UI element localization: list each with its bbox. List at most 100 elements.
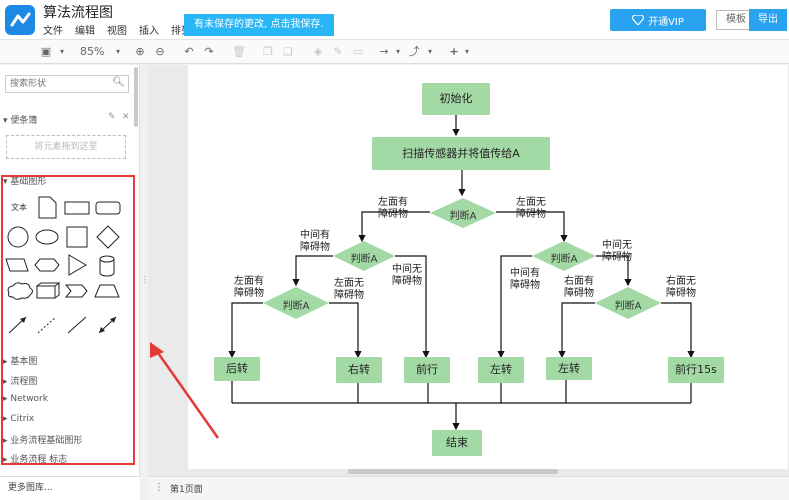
line-icon[interactable] bbox=[67, 316, 87, 334]
waypoint-style-icon[interactable]: ⤴ bbox=[408, 45, 420, 58]
page-menu-icon[interactable]: ⋮ bbox=[154, 482, 164, 493]
category-label: Network bbox=[10, 394, 48, 404]
sidebar-scrollbar[interactable] bbox=[134, 67, 138, 127]
basic-shapes-header[interactable]: ▾ 基础图形 bbox=[3, 177, 47, 187]
shape-sidebar: 🔍︎ ▾ 便条簿 ✎ ✕ 将元素拖到这里 ▾ 基础图形 文本 ▸ 基本图 ▸ 流… bbox=[0, 65, 140, 476]
zoom-out-icon[interactable]: ⊖ bbox=[155, 45, 165, 58]
menu-arrange[interactable]: 排列 bbox=[171, 26, 191, 37]
sidebar-splitter[interactable]: ⋮ bbox=[140, 65, 149, 476]
menu-insert[interactable]: 插入 bbox=[139, 26, 159, 37]
end-node[interactable]: 结束 bbox=[432, 430, 482, 456]
decision-node[interactable]: 判断A bbox=[532, 241, 596, 271]
zoom-level[interactable]: 85% bbox=[80, 45, 105, 58]
chevron-down-icon[interactable]: ▾ bbox=[59, 47, 64, 56]
scratchpad-drop-zone[interactable]: 将元素拖到这里 bbox=[6, 135, 126, 159]
vip-button-label: 开通VIP bbox=[648, 16, 684, 28]
turn-back-node[interactable]: 后转 bbox=[214, 357, 260, 381]
line-color-icon[interactable]: ✎ bbox=[333, 45, 343, 58]
forward-15s-node[interactable]: 前行15s bbox=[668, 357, 724, 383]
forward-node[interactable]: 前行 bbox=[404, 357, 450, 383]
cube-shape-icon[interactable] bbox=[35, 282, 61, 299]
connector[interactable] bbox=[497, 255, 532, 359]
connector[interactable] bbox=[558, 302, 595, 359]
to-front-icon[interactable]: ❐ bbox=[263, 45, 273, 58]
panel-layout-icon[interactable]: ▣ bbox=[40, 45, 52, 58]
shadow-icon[interactable]: ▭ bbox=[352, 45, 364, 58]
scratchpad-header[interactable]: ▾ 便条簿 bbox=[3, 116, 38, 126]
category-network[interactable]: ▸ Network bbox=[3, 394, 48, 404]
splitter-grip-icon: ⋮ bbox=[141, 275, 149, 284]
step-shape-icon[interactable] bbox=[64, 284, 88, 298]
circle-shape-icon[interactable] bbox=[7, 226, 29, 248]
parallelogram-shape-icon[interactable] bbox=[5, 258, 29, 272]
export-button[interactable]: 导出 bbox=[749, 9, 787, 31]
menu-view[interactable]: 视图 bbox=[107, 26, 127, 37]
diamond-shape-icon[interactable] bbox=[96, 225, 120, 249]
search-icon[interactable]: 🔍︎ bbox=[112, 77, 125, 88]
hexagon-shape-icon[interactable] bbox=[34, 258, 60, 272]
vip-button[interactable]: 开通VIP bbox=[610, 9, 706, 31]
decision-node[interactable]: 判断A bbox=[263, 287, 329, 319]
undo-icon[interactable]: ↶ bbox=[184, 45, 194, 58]
fill-color-icon[interactable]: ◈ bbox=[313, 45, 323, 58]
menu-edit[interactable]: 编辑 bbox=[75, 26, 95, 37]
chevron-down-icon[interactable]: ▾ bbox=[395, 47, 400, 56]
connector-style-icon[interactable]: → bbox=[379, 45, 389, 58]
connector[interactable] bbox=[358, 211, 430, 243]
square-shape-icon[interactable] bbox=[66, 226, 88, 248]
menu-file[interactable]: 文件 bbox=[43, 26, 63, 37]
decision-node[interactable]: 判断A bbox=[430, 198, 496, 228]
decision-label: 判断A bbox=[614, 301, 642, 312]
connector[interactable] bbox=[329, 302, 362, 359]
category-flowchart[interactable]: ▸ 流程图 bbox=[3, 377, 38, 387]
zoom-in-icon[interactable]: ⊕ bbox=[135, 45, 145, 58]
category-bpmn-markers[interactable]: ▸ 业务流程 标志 bbox=[3, 455, 68, 465]
to-back-icon[interactable]: ❏ bbox=[283, 45, 293, 58]
shape-text-label[interactable]: 文本 bbox=[11, 202, 27, 212]
chevron-down-icon[interactable]: ▾ bbox=[427, 47, 432, 56]
turn-left-node[interactable]: 左转 bbox=[546, 357, 592, 380]
arrow-head-icon bbox=[20, 317, 26, 323]
unsaved-changes-notice[interactable]: 有未保存的更改, 点击我保存. bbox=[184, 14, 334, 36]
category-basic[interactable]: ▸ 基本图 bbox=[3, 357, 38, 367]
rounded-rectangle-shape-icon[interactable] bbox=[95, 201, 121, 215]
connector[interactable] bbox=[395, 255, 430, 359]
document-shape-icon[interactable] bbox=[38, 196, 57, 219]
connector[interactable] bbox=[292, 255, 333, 287]
shape-search-input[interactable] bbox=[6, 76, 106, 92]
chevron-down-icon[interactable]: ▾ bbox=[115, 47, 120, 56]
connector[interactable] bbox=[228, 302, 263, 359]
document-title[interactable]: 算法流程图 bbox=[43, 5, 113, 21]
chevron-down-icon[interactable]: ▾ bbox=[464, 47, 469, 56]
category-citrix[interactable]: ▸ Citrix bbox=[3, 414, 35, 424]
redo-icon[interactable]: ↷ bbox=[204, 45, 214, 58]
scratchpad-title: 便条簿 bbox=[10, 116, 38, 126]
connector[interactable] bbox=[661, 302, 695, 359]
scan-sensor-node[interactable]: 扫描传感器并将值传给A bbox=[372, 137, 550, 170]
trapezoid-shape-icon[interactable] bbox=[94, 284, 120, 298]
dashed-line-icon[interactable] bbox=[37, 316, 57, 334]
page-tab[interactable]: 第1页面 bbox=[170, 485, 203, 495]
start-node[interactable]: 初始化 bbox=[422, 83, 490, 115]
more-shapes-link[interactable]: 更多图库... bbox=[0, 476, 140, 500]
delete-icon[interactable]: 🗑 bbox=[232, 45, 246, 58]
edge-label: 中间无 障碍物 bbox=[392, 264, 422, 287]
canvas-area[interactable]: 初始化 扫描传感器并将值传给A 后转 右转 前行 左转 左转 前行15s 结束 … bbox=[148, 65, 789, 476]
canvas-horizontal-scrollbar[interactable] bbox=[348, 469, 558, 474]
edit-pencil-icon[interactable]: ✎ bbox=[108, 112, 116, 122]
cylinder-shape-icon[interactable] bbox=[99, 255, 115, 277]
rectangle-shape-icon[interactable] bbox=[64, 201, 90, 215]
cloud-shape-icon[interactable] bbox=[7, 282, 33, 300]
close-icon[interactable]: ✕ bbox=[122, 112, 130, 122]
decision-node[interactable]: 判断A bbox=[333, 241, 395, 271]
turn-right-node[interactable]: 右转 bbox=[336, 357, 382, 383]
connector[interactable] bbox=[496, 211, 568, 243]
diagram-page[interactable]: 初始化 扫描传感器并将值传给A 后转 右转 前行 左转 左转 前行15s 结束 … bbox=[188, 65, 788, 469]
decision-node[interactable]: 判断A bbox=[595, 287, 661, 319]
triangle-shape-icon[interactable] bbox=[68, 254, 87, 276]
category-bpmn-basic[interactable]: ▸ 业务流程基础图形 bbox=[3, 436, 83, 446]
turn-left-node[interactable]: 左转 bbox=[478, 357, 524, 383]
insert-plus-icon[interactable]: + bbox=[449, 45, 459, 58]
ellipse-shape-icon[interactable] bbox=[35, 229, 59, 245]
connector[interactable] bbox=[596, 255, 632, 287]
